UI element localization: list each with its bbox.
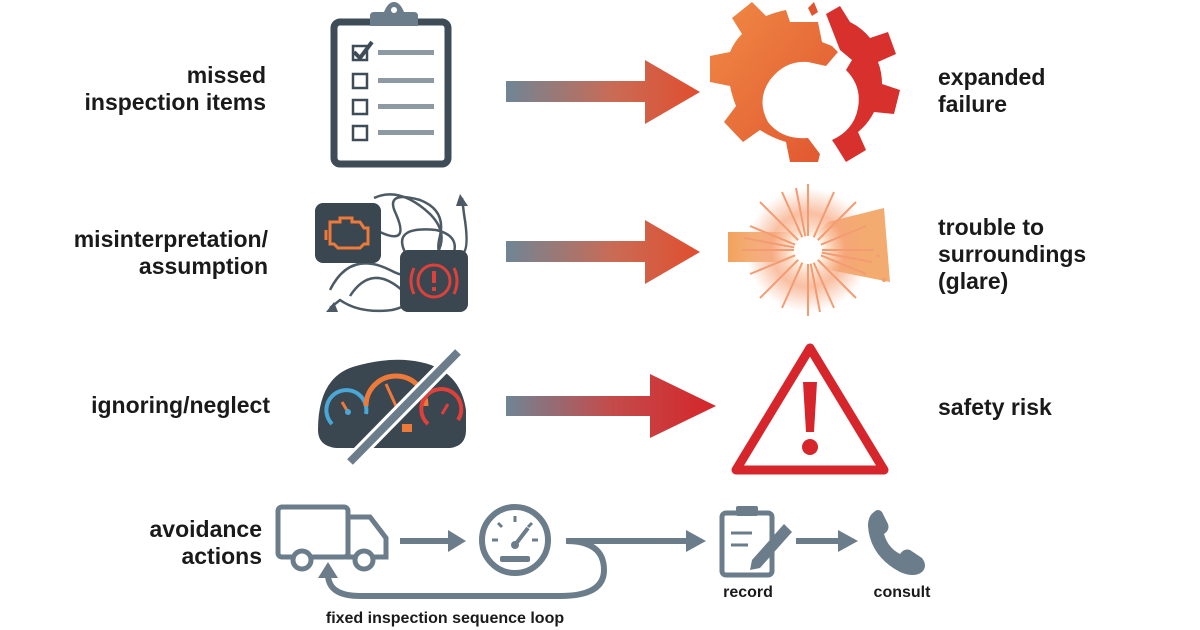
flow-arrow-1 [506,60,700,124]
warning-lights-tangle-icon [315,193,468,313]
speedometer-icon [479,504,551,576]
cause-label-3: ignoring/neglect [91,392,270,418]
loop-label: fixed inspection sequence loop [325,610,565,627]
broken-gear-icon [710,2,900,162]
avoidance-actions-title: avoidance actions [149,516,263,569]
loop-path [318,530,706,599]
effect-label-3: safety risk [938,394,1052,420]
arrow-record-to-consult [796,530,858,552]
flow-arrow-3 [506,374,716,438]
glare-burst-icon [728,184,890,316]
effect-label-1: expanded failure [938,64,1046,117]
clipboard-pen-icon [719,506,792,578]
cause-label-2: misinterpretation/ assumption [73,226,268,279]
cause-label-1: missed inspection items [84,62,266,115]
crossed-out-dashboard-icon [318,347,466,467]
effect-label-2: trouble to surroundings (glare) [938,214,1087,294]
truck-icon [275,504,389,572]
record-label: record [723,584,773,601]
flow-arrow-2 [506,220,700,284]
consult-label: consult [873,584,931,601]
phone-icon [868,510,925,575]
arrow-truck-to-gauge [400,530,466,552]
warning-triangle-icon [731,343,889,475]
clipboard-checklist-icon [330,2,452,168]
